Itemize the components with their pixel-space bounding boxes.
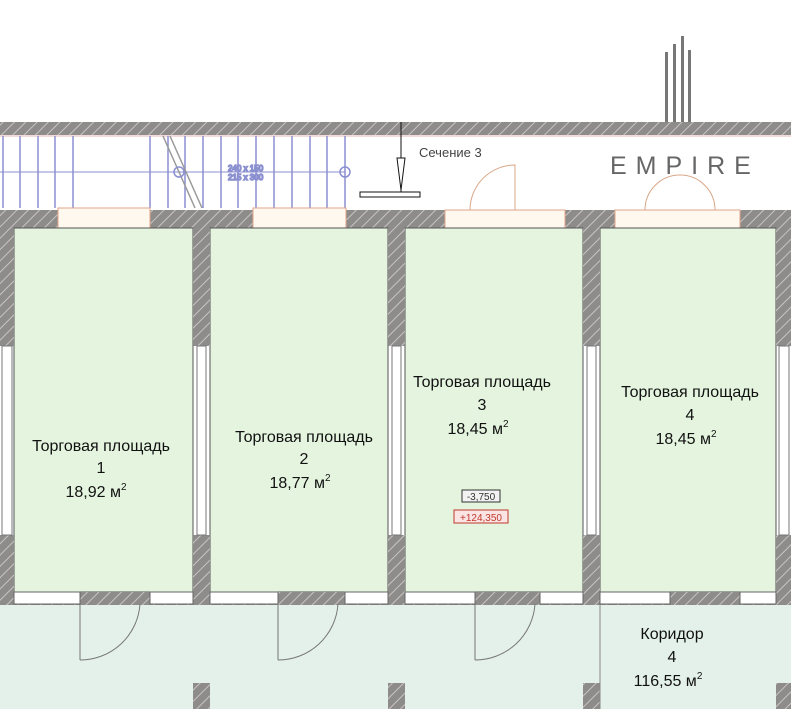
room-name: Торговая площадь (621, 384, 759, 401)
windows (57, 207, 741, 229)
room-4-label: Торговая площадь 4 18,45 м2 (621, 384, 759, 448)
room-1-label: Торговая площадь 1 18,92 м2 (32, 438, 170, 501)
top-wall (0, 122, 791, 135)
room-number: 4 (686, 407, 695, 424)
stair-dimension-1: 240 x 150 (228, 164, 264, 173)
level-mark-relative: -3,750 (461, 489, 501, 503)
room-1 (13, 227, 194, 593)
corridor-columns (193, 683, 791, 709)
room-area: 18,92 м2 (65, 482, 126, 501)
room-2-label: Торговая площадь 2 18,77 м2 (235, 429, 373, 492)
room-name: Торговая площадь (235, 429, 373, 446)
room-area: 18,45 м2 (655, 429, 716, 448)
corridor-name: Коридор (640, 626, 703, 643)
entry-doors (469, 164, 716, 211)
room-number: 1 (97, 460, 106, 477)
back-wall-openings (13, 591, 777, 605)
room-4 (599, 227, 777, 593)
room-area: 18,45 м2 (447, 419, 508, 438)
relative-level: -3,750 (467, 492, 496, 503)
corridor-label: Коридор 4 116,55 м2 (634, 626, 704, 690)
corridor-number: 4 (668, 649, 677, 666)
room-3 (404, 227, 584, 593)
staircase: 240 x 150 215 x 300 (0, 135, 351, 209)
partition-windows (1, 345, 790, 536)
room-3-label: Торговая площадь 3 18,45 м2 (413, 374, 551, 438)
section-marker: Сечение 3 (359, 122, 482, 198)
room-number: 2 (300, 451, 309, 468)
level-mark-absolute: +124,350 (453, 509, 509, 524)
back-wall (0, 592, 791, 605)
section-label: Сечение 3 (419, 145, 482, 160)
room-area: 18,77 м2 (269, 473, 330, 492)
room-number: 3 (478, 397, 487, 414)
room-2 (209, 227, 389, 593)
room-doors (79, 603, 536, 661)
room-name: Торговая площадь (413, 374, 551, 391)
room-name: Торговая площадь (32, 438, 170, 455)
corridor-area: 116,55 м2 (634, 671, 703, 690)
absolute-level: +124,350 (460, 513, 502, 524)
stair-dimension-2: 215 x 300 (228, 173, 264, 182)
empire-logo: EMPIRE (610, 36, 751, 180)
partition-walls (0, 228, 791, 605)
front-wall (0, 210, 791, 228)
